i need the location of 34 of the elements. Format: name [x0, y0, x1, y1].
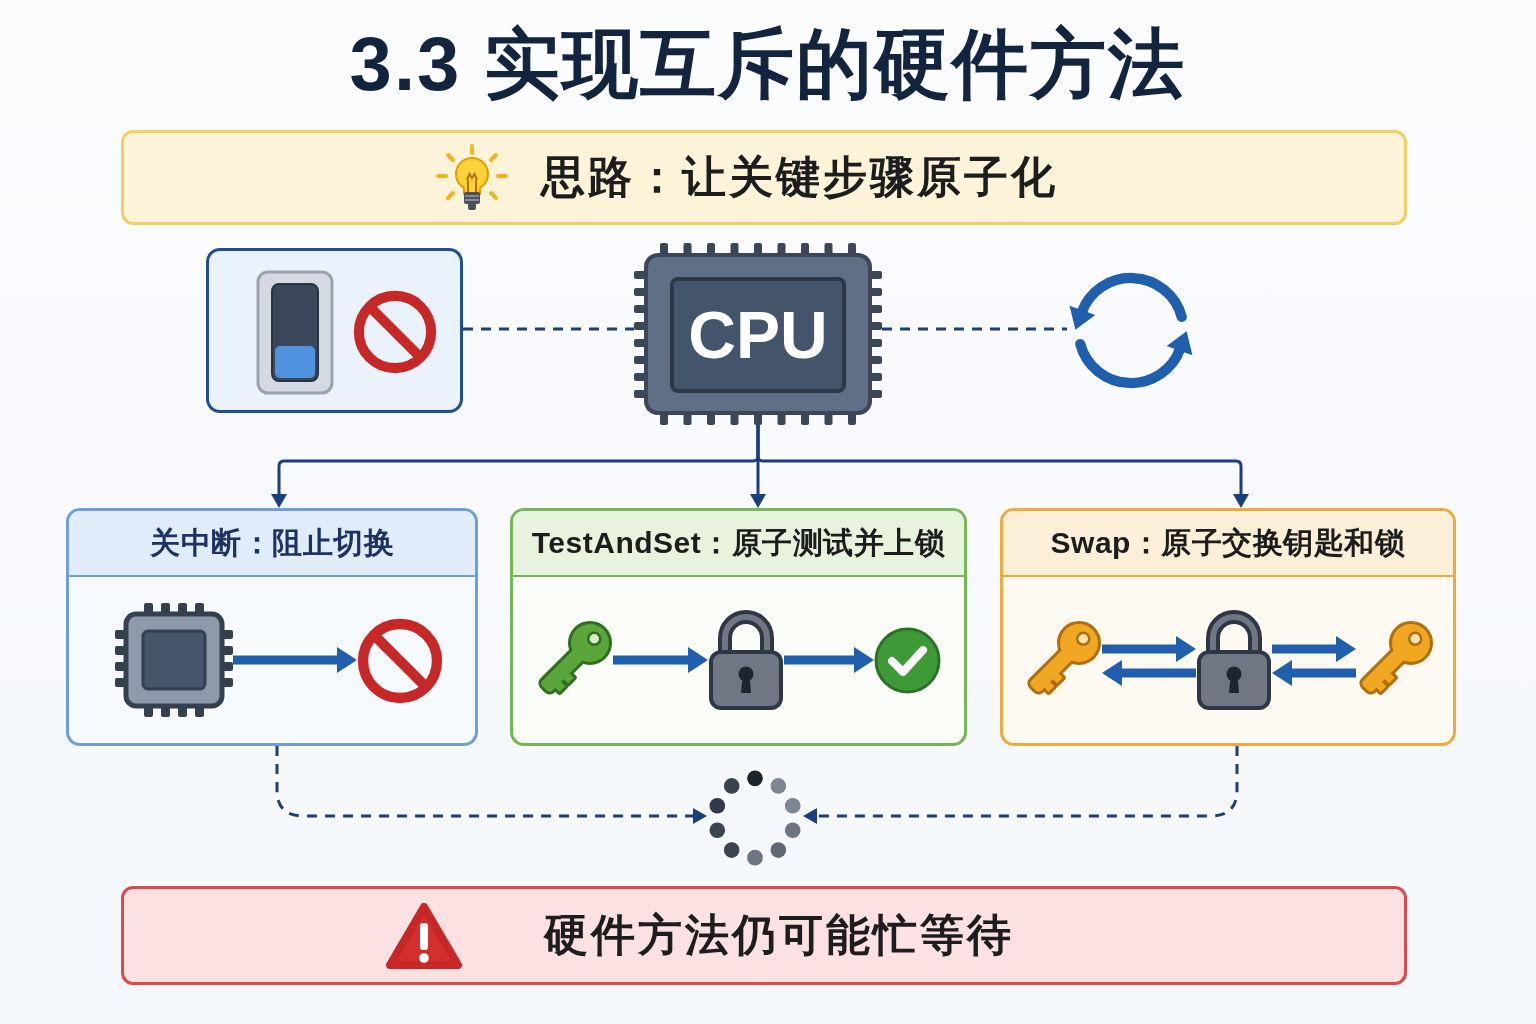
warning-banner	[121, 886, 1407, 985]
method-panel	[66, 508, 478, 746]
check-circle-icon	[874, 627, 941, 694]
arrow	[756, 425, 1249, 508]
page-title: 3.3 实现互斥的硬件方法	[348, 20, 1188, 108]
dashed-arrow	[275, 746, 707, 824]
panel-title: 关中断：阻止切换	[69, 511, 475, 577]
dashed-connector-line	[882, 327, 1067, 331]
warning-text: 硬件方法仍可能忙等待	[544, 909, 1014, 962]
arrow	[1272, 636, 1356, 662]
circular-arrows-icon	[1067, 270, 1195, 391]
panel-title: TestAndSet：原子测试并上锁	[513, 511, 964, 577]
idea-banner	[121, 130, 1407, 225]
prohibition-icon	[357, 618, 443, 704]
method-panel	[1000, 508, 1456, 746]
panel-title: Swap：原子交换钥匙和锁	[1003, 511, 1453, 577]
arrow	[233, 647, 357, 673]
key-icon	[1024, 620, 1102, 698]
dashed-arrow	[803, 746, 1239, 824]
chip-icon	[115, 603, 233, 717]
key-icon	[1356, 620, 1434, 698]
key-icon	[535, 620, 613, 698]
idea-text: 思路：让关键步骤原子化	[541, 151, 1058, 204]
illustration-panel	[206, 248, 463, 413]
padlock-icon	[708, 608, 784, 710]
arrow	[1272, 660, 1356, 686]
padlock-icon	[1196, 608, 1272, 710]
method-panel	[510, 508, 967, 746]
loading-spinner-icon	[707, 770, 803, 866]
arrow	[613, 647, 708, 673]
arrow	[1102, 660, 1196, 686]
arrow	[1102, 636, 1196, 662]
arrow	[784, 647, 874, 673]
dashed-connector-line	[463, 327, 634, 331]
